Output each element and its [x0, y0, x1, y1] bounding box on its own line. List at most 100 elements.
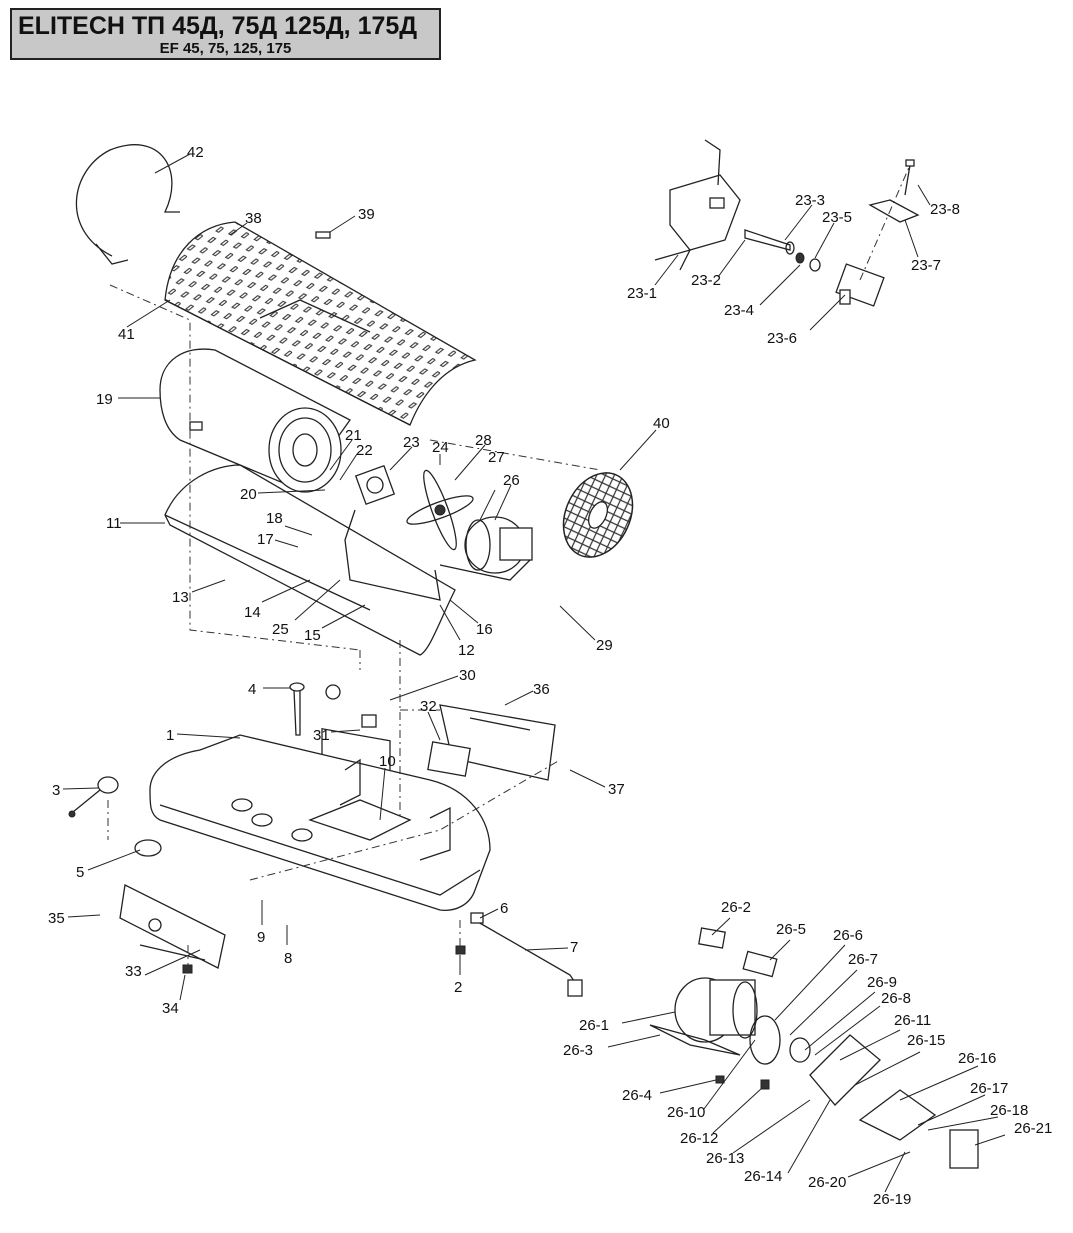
callout-26-1: 26-1 [579, 1017, 609, 1034]
relief-valve-6 [470, 912, 484, 924]
knob-26-21 [949, 1129, 979, 1169]
nut-26-4 [715, 1075, 725, 1084]
callout-26-21: 26-21 [1014, 1120, 1052, 1137]
callout-26-16: 26-16 [958, 1050, 996, 1067]
callout-18: 18 [266, 510, 283, 527]
fuel-line [344, 509, 441, 601]
leader-lines [62, 153, 1006, 1193]
side-panel [439, 704, 556, 781]
bolt-23-8 [904, 159, 915, 196]
motor-26 [439, 516, 533, 581]
callout-26-19: 26-19 [873, 1191, 911, 1208]
callout-labels: 42 38 39 41 19 21 22 23 24 28 27 26 40 2… [48, 144, 1052, 1208]
transformer-32 [427, 741, 471, 777]
callout-9: 9 [257, 929, 265, 946]
motor-bracket-26-3 [649, 1024, 741, 1056]
washer-23-4 [795, 252, 805, 264]
filler-cap-5 [134, 839, 162, 857]
fan-27 [406, 469, 474, 551]
handle-wire [75, 144, 180, 265]
callout-26-13: 26-13 [706, 1150, 744, 1167]
callout-11: 11 [106, 515, 122, 532]
callout-35: 35 [48, 910, 65, 927]
callout-26-7: 26-7 [848, 951, 878, 968]
callout-23-2: 23-2 [691, 272, 721, 289]
callout-26-2: 26-2 [721, 899, 751, 916]
callout-26-18: 26-18 [990, 1102, 1028, 1119]
pump-body-23-6 [835, 263, 885, 307]
callout-26-17: 26-17 [970, 1080, 1008, 1097]
callout-7: 7 [570, 939, 578, 956]
front-panel [119, 884, 226, 969]
callout-23-3: 23-3 [795, 192, 825, 209]
callout-26-6: 26-6 [833, 927, 863, 944]
fuel-cap-3 [68, 776, 119, 818]
lower-shell [164, 464, 456, 656]
callout-38: 38 [245, 210, 262, 227]
callout-23-7: 23-7 [911, 257, 941, 274]
callout-5: 5 [76, 864, 84, 881]
callout-31: 31 [313, 727, 330, 744]
pump-shaft-23-2 [744, 229, 791, 251]
callout-37: 37 [608, 781, 625, 798]
callout-34: 34 [162, 1000, 179, 1017]
drain-plug-2 [455, 945, 466, 955]
callout-6: 6 [500, 900, 508, 917]
callout-13: 13 [172, 589, 189, 606]
clip-39 [315, 231, 331, 239]
callout-19: 19 [96, 391, 113, 408]
washer-23-3 [785, 241, 795, 255]
thermostat-31 [361, 714, 377, 728]
callout-23-1: 23-1 [627, 285, 657, 302]
callout-26-11: 26-11 [894, 1012, 931, 1029]
callout-23-6: 23-6 [767, 330, 797, 347]
washer-23-5 [809, 258, 821, 272]
rear-guard [562, 472, 634, 558]
callout-23-5: 23-5 [822, 209, 852, 226]
callout-25: 25 [272, 621, 289, 638]
title-box: ELITECH ТП 45Д, 75Д 125Д, 175Д EF 45, 75… [10, 8, 441, 60]
callout-42: 42 [187, 144, 204, 161]
capacitor-26-5 [742, 950, 778, 978]
callout-26-10: 26-10 [667, 1104, 705, 1121]
top-shell [164, 221, 477, 426]
callout-8: 8 [284, 950, 292, 967]
motor-body-26-1 [674, 977, 758, 1043]
diagram-title: ELITECH ТП 45Д, 75Д 125Д, 175Д [18, 12, 418, 40]
end-plate-23-7 [868, 199, 920, 223]
combustion-chamber [159, 348, 351, 493]
capacitor-26-2 [698, 927, 726, 949]
callout-26-14: 26-14 [744, 1168, 782, 1185]
assembly-lines [107, 164, 911, 965]
callout-36: 36 [533, 681, 550, 698]
callout-23-4: 23-4 [724, 302, 754, 319]
callout-26-9: 26-9 [867, 974, 897, 991]
callout-40: 40 [653, 415, 670, 432]
callout-3: 3 [52, 782, 60, 799]
pump-23 [354, 464, 396, 506]
callout-28: 28 [475, 432, 492, 449]
pump-rotor-23-1 [654, 139, 741, 271]
callout-26-3: 26-3 [563, 1042, 593, 1059]
callout-2: 2 [454, 979, 462, 996]
callout-22: 22 [356, 442, 373, 459]
callout-26-15: 26-15 [907, 1032, 945, 1049]
callout-23: 23 [403, 434, 420, 451]
switch-26-16 [858, 1089, 937, 1141]
callout-15: 15 [304, 627, 321, 644]
callout-17: 17 [257, 531, 274, 548]
callout-4: 4 [248, 681, 256, 698]
callout-26-4: 26-4 [622, 1087, 652, 1104]
cover-26-11 [809, 1034, 881, 1106]
callout-23-8: 23-8 [930, 201, 960, 218]
callout-29: 29 [596, 637, 613, 654]
callout-1: 1 [166, 727, 174, 744]
callout-26-5: 26-5 [776, 921, 806, 938]
diagram-subtitle: EF 45, 75, 125, 175 [159, 40, 292, 57]
callout-41: 41 [118, 326, 135, 343]
callout-27: 27 [488, 449, 505, 466]
callout-39: 39 [358, 206, 375, 223]
callout-12: 12 [458, 642, 475, 659]
callout-26-20: 26-20 [808, 1174, 846, 1191]
callout-26-8: 26-8 [881, 990, 911, 1007]
